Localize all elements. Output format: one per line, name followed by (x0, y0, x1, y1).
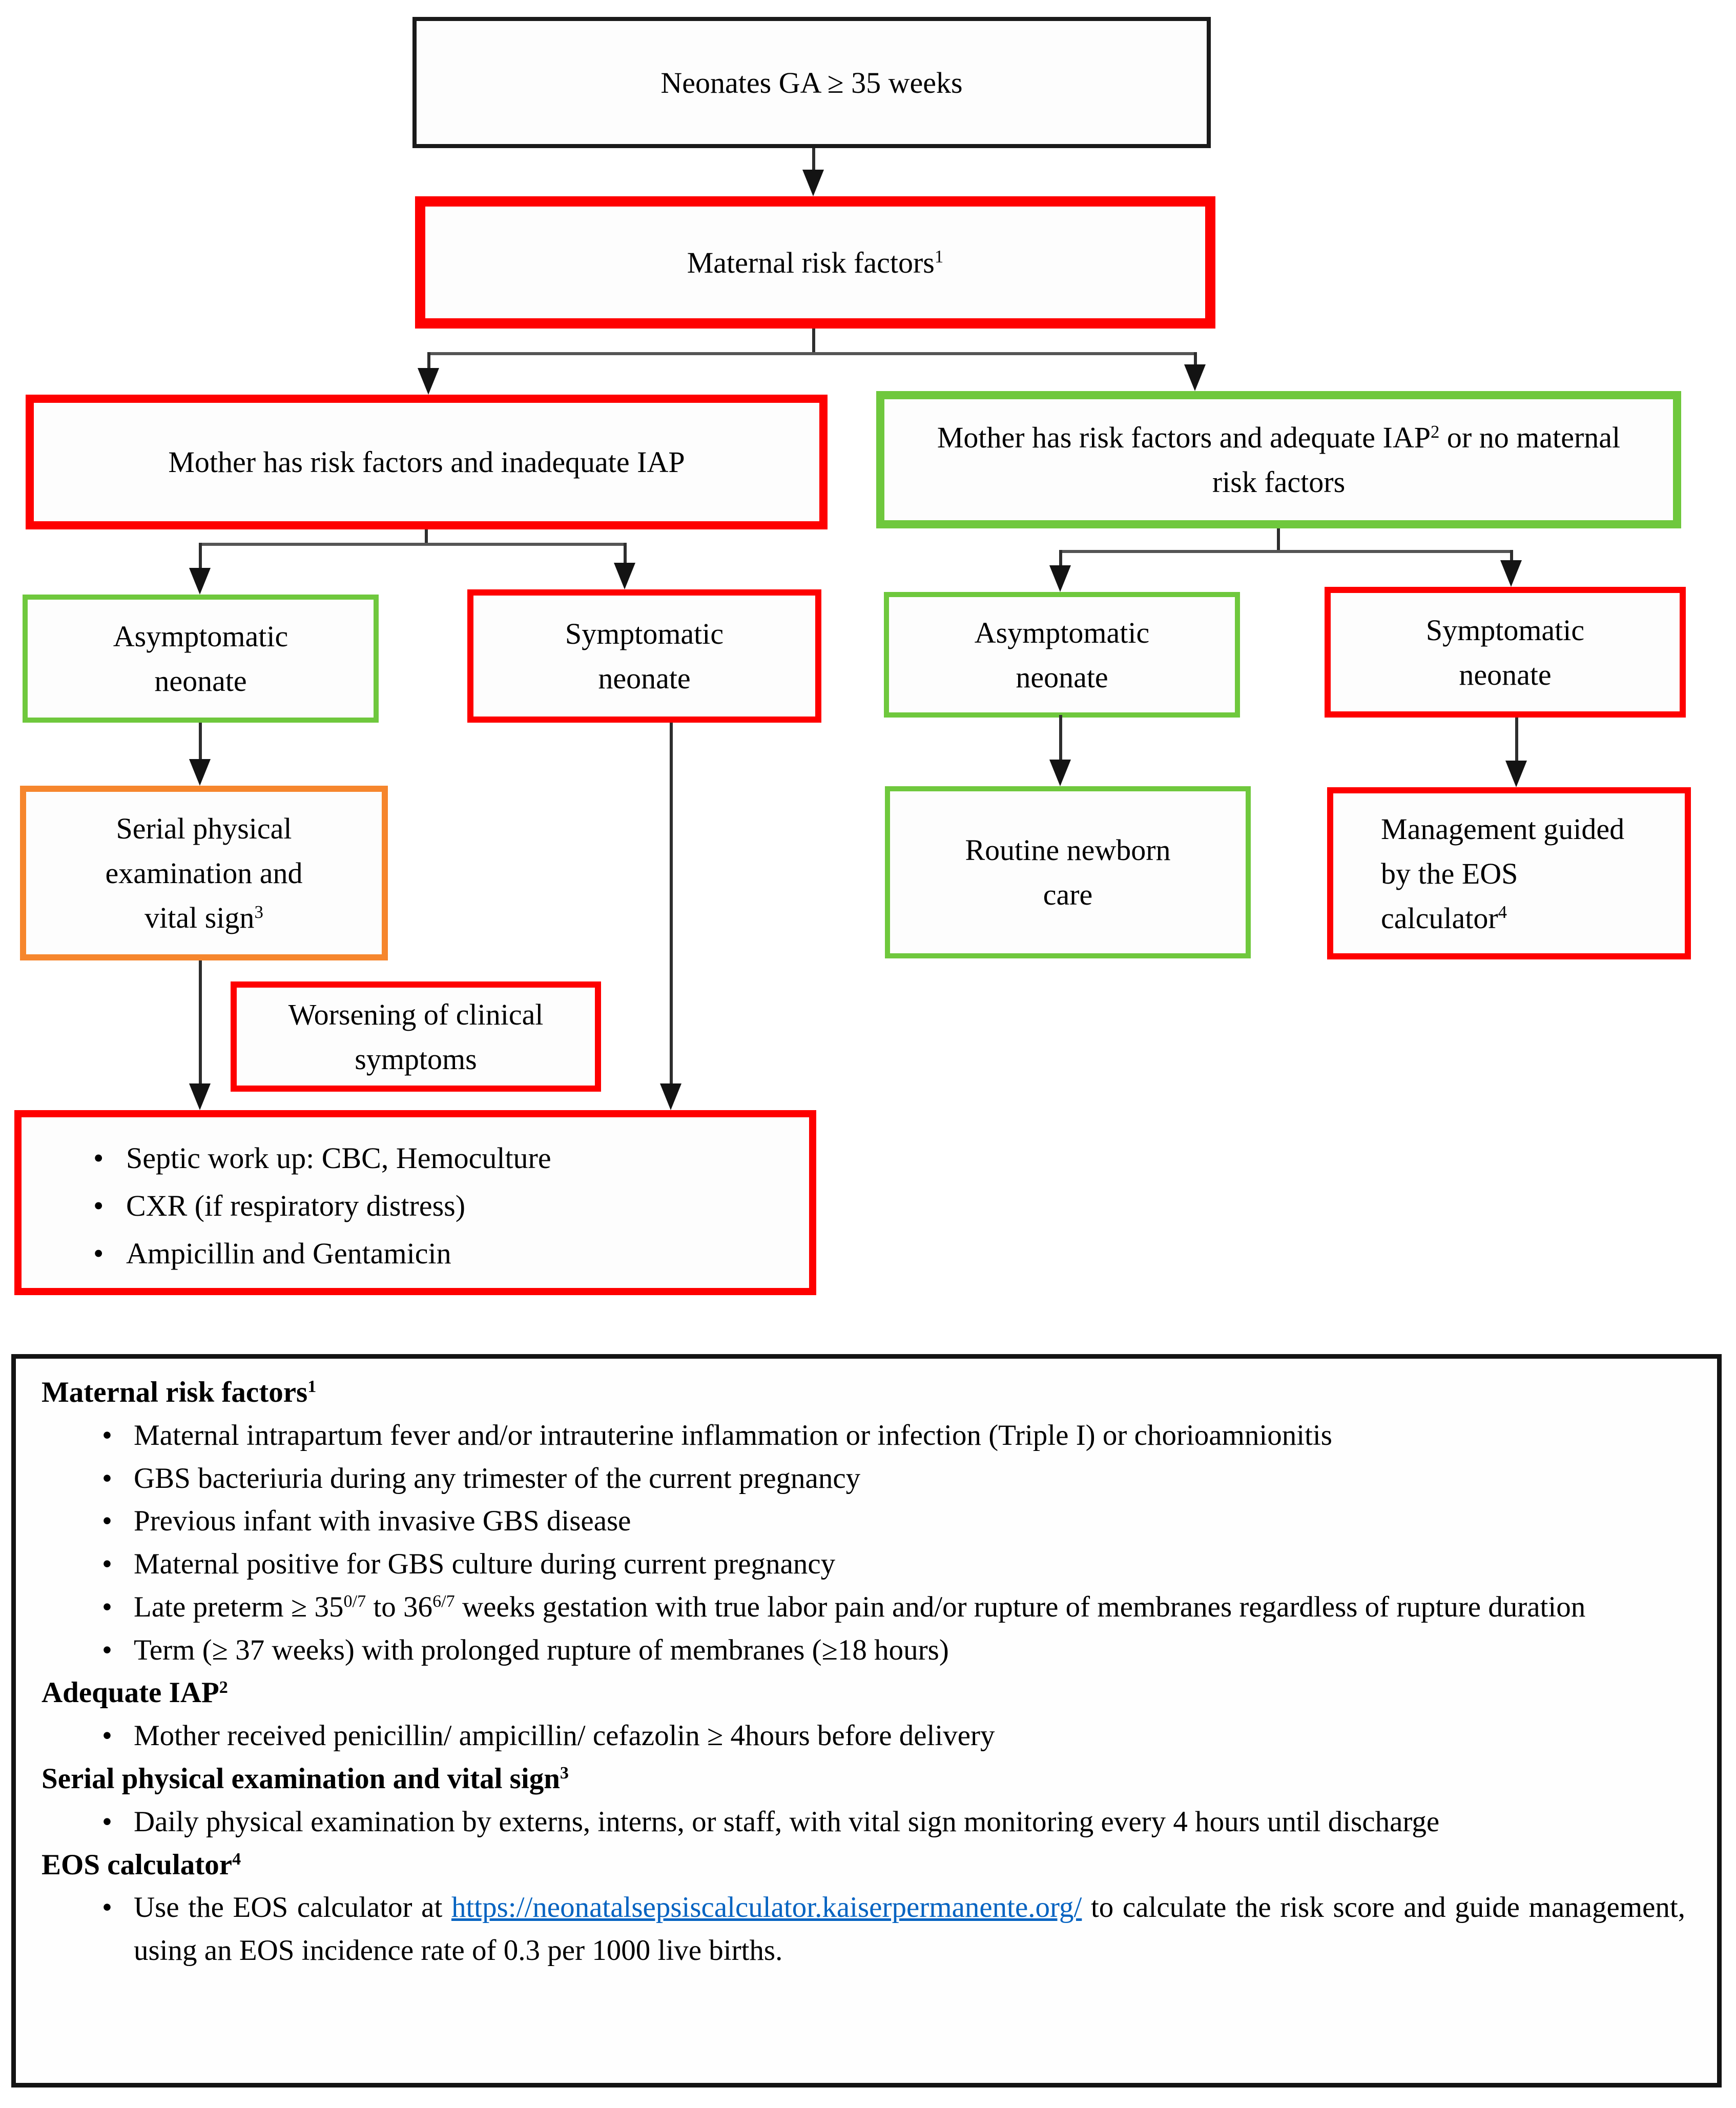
flow-node-left-branch-label: Mother has risk factors and inadequate I… (168, 445, 685, 479)
arrowhead-to-symptomatic-right (1500, 560, 1522, 587)
footnote-item: • Maternal intrapartum fever and/or intr… (42, 1414, 1689, 1457)
arrow-to-right-branch (1194, 352, 1197, 365)
arrowhead-to-left-branch (418, 368, 439, 395)
footnote-item: • GBS bacteriuria during any trimester o… (42, 1457, 1689, 1500)
flow-node-asymptomatic-left: Asymptomatic neonate (23, 595, 379, 723)
arrow-sym-left-to-septic (670, 723, 673, 1084)
septic-item-3: Ampicillin and Gentamicin (126, 1236, 451, 1270)
arrow-to-asymptomatic-right (1059, 550, 1062, 566)
arrow-root-to-maternal (812, 148, 815, 171)
flow-node-eos-management: Management guided by the EOS calculator4 (1327, 787, 1691, 959)
footnote-text: Use the EOS calculator at https://neonat… (134, 1891, 1685, 1967)
flow-node-routine-care: Routine newborn care (885, 786, 1251, 958)
flow-node-septic-workup: • Septic work up: CBC, Hemoculture • CXR… (14, 1110, 816, 1295)
connector-left-branch-split (200, 543, 625, 546)
arrowhead-to-right-branch (1184, 364, 1206, 391)
bullet-icon: • (102, 1548, 112, 1581)
flow-node-routine-care-label: Routine newborn care (965, 833, 1171, 911)
arrow-asym-left-to-serial (199, 723, 202, 760)
arrowhead-serial-to-septic (189, 1083, 211, 1110)
flow-node-root: Neonates GA ≥ 35 weeks (412, 17, 1211, 148)
arrowhead-asym-right-to-routine (1049, 760, 1071, 786)
arrow-to-symptomatic-right (1510, 550, 1513, 561)
septic-item-1: Septic work up: CBC, Hemoculture (126, 1141, 551, 1175)
footnote-text: Maternal intrapartum fever and/or intrau… (134, 1419, 1332, 1451)
footnote-title-adequate-iap: Adequate IAP2 (42, 1676, 228, 1709)
footnote-item: • Daily physical examination by externs,… (42, 1800, 1689, 1844)
footnote-text: Maternal positive for GBS culture during… (134, 1548, 836, 1581)
footnote-item: • Use the EOS calculator at https://neon… (42, 1886, 1689, 1972)
flow-node-serial-exam-label: Serial physical examination and vital si… (105, 812, 303, 934)
arrow-serial-to-septic (199, 960, 202, 1084)
flow-node-serial-exam: Serial physical examination and vital si… (20, 786, 388, 960)
footnote-title-maternal-risk-factors: Maternal risk factors1 (42, 1376, 317, 1408)
bullet-icon: • (93, 1141, 104, 1175)
bullet-icon: • (93, 1236, 104, 1270)
bullet-icon: • (93, 1189, 104, 1223)
arrowhead-to-asymptomatic-right (1049, 565, 1071, 592)
flow-node-maternal-risk-factors: Maternal risk factors1 (415, 196, 1215, 329)
bullet-icon: • (102, 1891, 112, 1924)
arrowhead-sym-right-to-management (1505, 761, 1527, 787)
bullet-icon: • (102, 1590, 112, 1623)
footnote-text: Mother received penicillin/ ampicillin/ … (134, 1720, 995, 1752)
list-item: • Septic work up: CBC, Hemoculture (22, 1135, 794, 1182)
arrow-sym-right-to-management (1515, 718, 1518, 762)
footnote-item: • Term (≥ 37 weeks) with prolonged ruptu… (42, 1629, 1689, 1672)
footnotes-panel: Maternal risk factors1 • Maternal intrap… (11, 1354, 1722, 2087)
flow-node-worsening-label: Worsening of clinical symptoms (288, 997, 544, 1076)
arrowhead-sym-left-to-septic (660, 1083, 681, 1110)
arrowhead-to-asymptomatic-left (189, 568, 211, 595)
footnote-item: • Late preterm ≥ 350/7 to 366/7 weeks ge… (42, 1586, 1689, 1629)
footnote-text: GBS bacteriuria during any trimester of … (134, 1462, 861, 1495)
flow-node-root-label: Neonates GA ≥ 35 weeks (660, 66, 963, 99)
flow-node-asymptomatic-left-label: Asymptomatic neonate (113, 620, 288, 698)
footnote-title-eos-calculator: EOS calculator4 (42, 1848, 241, 1881)
footnote-text: Late preterm ≥ 350/7 to 366/7 weeks gest… (134, 1590, 1586, 1623)
flow-node-symptomatic-left: Symptomatic neonate (467, 589, 821, 723)
footnote-text: Term (≥ 37 weeks) with prolonged rupture… (134, 1633, 949, 1666)
septic-item-2: CXR (if respiratory distress) (126, 1189, 466, 1223)
flow-node-symptomatic-right-label: Symptomatic neonate (1425, 613, 1585, 691)
footnote-text: Previous infant with invasive GBS diseas… (134, 1505, 631, 1538)
arrowhead-root-to-maternal (802, 170, 824, 196)
list-item: • CXR (if respiratory distress) (22, 1182, 794, 1230)
connector-maternal-stub (812, 329, 815, 354)
footnote-title-serial-exam: Serial physical examination and vital si… (42, 1763, 569, 1795)
arrowhead-to-symptomatic-left (614, 563, 635, 589)
flow-node-asymptomatic-right-label: Asymptomatic neonate (974, 616, 1150, 694)
arrow-to-left-branch (427, 352, 430, 370)
footnote-text: Daily physical examination by externs, i… (134, 1805, 1440, 1838)
flow-node-asymptomatic-right: Asymptomatic neonate (884, 592, 1240, 718)
flow-node-symptomatic-left-label: Symptomatic neonate (565, 617, 724, 695)
footnote-item: • Mother received penicillin/ ampicillin… (42, 1714, 1689, 1757)
eos-calculator-link[interactable]: https://neonatalsepsiscalculator.kaiserp… (451, 1891, 1082, 1924)
bullet-icon: • (102, 1805, 112, 1838)
bullet-icon: • (102, 1419, 112, 1451)
arrow-to-asymptomatic-left (199, 543, 202, 569)
list-item: • Ampicillin and Gentamicin (22, 1230, 794, 1278)
bullet-icon: • (102, 1505, 112, 1538)
flow-node-left-branch: Mother has risk factors and inadequate I… (26, 395, 828, 529)
arrowhead-asym-left-to-serial (189, 759, 211, 786)
footnote-item: • Maternal positive for GBS culture duri… (42, 1543, 1689, 1586)
footnote-item: • Previous infant with invasive GBS dise… (42, 1500, 1689, 1543)
connector-right-branch-stub (1277, 528, 1280, 551)
connector-right-branch-split (1061, 550, 1512, 553)
flow-node-eos-management-label: Management guided by the EOS calculator4 (1381, 812, 1625, 935)
bullet-icon: • (102, 1633, 112, 1666)
flow-node-right-branch: Mother has risk factors and adequate IAP… (876, 391, 1681, 528)
bullet-icon: • (102, 1720, 112, 1752)
arrow-asym-right-to-routine (1059, 715, 1062, 761)
septic-workup-list: • Septic work up: CBC, Hemoculture • CXR… (22, 1122, 809, 1282)
connector-left-branch-stub (425, 529, 428, 544)
bullet-icon: • (102, 1462, 112, 1495)
flow-node-worsening: Worsening of clinical symptoms (231, 981, 601, 1092)
flow-node-maternal-label: Maternal risk factors1 (687, 245, 944, 279)
flow-node-right-branch-label: Mother has risk factors and adequate IAP… (937, 421, 1621, 499)
flow-node-symptomatic-right: Symptomatic neonate (1325, 587, 1686, 718)
arrow-to-symptomatic-left (624, 543, 627, 564)
connector-maternal-split (429, 352, 1195, 355)
